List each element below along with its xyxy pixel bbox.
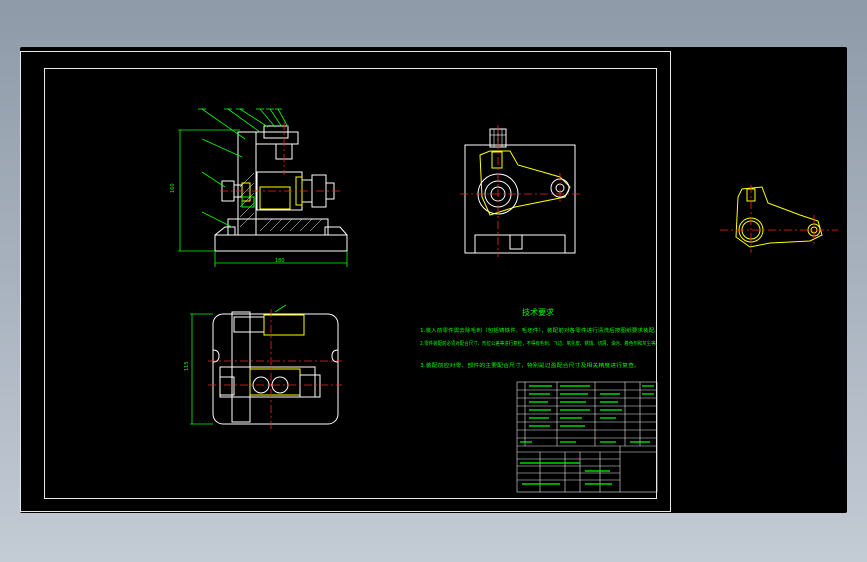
top-view-dimensions	[190, 304, 287, 425]
tech-req-line-2: 2.零件装配前必须对配合尺寸、形位公差等进行复检，不得有毛刺、飞边、氧化皮、锈蚀…	[420, 340, 660, 347]
top-view	[212, 311, 339, 425]
front-view	[214, 125, 348, 252]
drawing-border-inner	[44, 68, 657, 499]
drawing-canvas: 160 180	[20, 47, 847, 513]
title-block-text-marks	[520, 385, 654, 485]
cad-drawing: 160 180	[170, 108, 838, 493]
front-height-dim: 160	[170, 183, 176, 193]
tech-req-title: 技术要求	[522, 307, 554, 317]
drawing-border-outer	[20, 51, 671, 512]
front-view-centerlines	[220, 122, 340, 192]
part-sketch-centerlines	[720, 185, 838, 253]
top-view-centerlines	[208, 309, 342, 429]
side-view	[464, 128, 576, 254]
side-view-centerlines	[460, 125, 580, 257]
title-block	[516, 381, 658, 493]
front-width-dim: 180	[275, 258, 285, 264]
part-sketch	[735, 186, 823, 248]
tech-req-line-3: 3.装配前应对零、部件的主要配合尺寸，特别是过盈配合尺寸及相关精度进行复查。	[420, 362, 640, 369]
front-view-dimensions	[178, 108, 348, 267]
tech-req-line-1: 1.装入前零件需去除毛刺（包括铸铁件、毛坯件），装配前对各零件进行清洗后按图纸要…	[420, 327, 660, 334]
top-width-dim: 115	[184, 361, 190, 371]
